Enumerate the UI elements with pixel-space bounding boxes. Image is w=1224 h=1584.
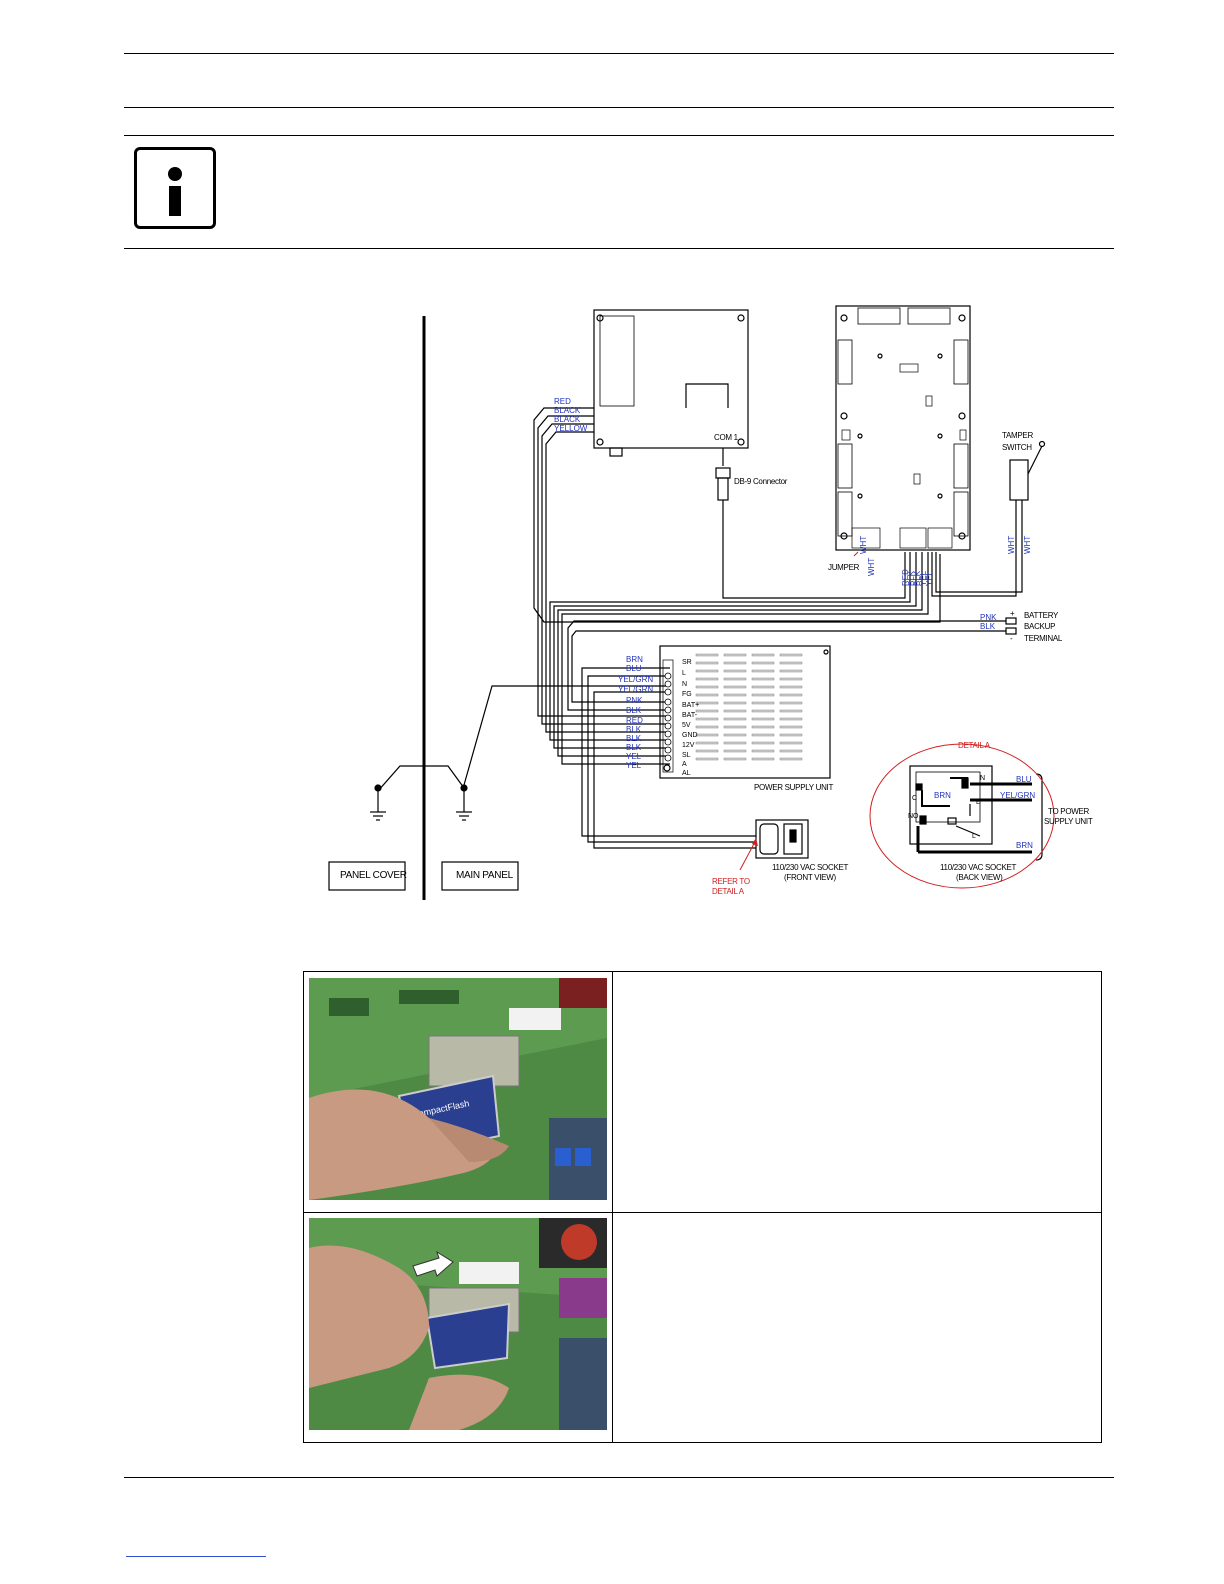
battery-label-2: BACKUP — [1024, 622, 1055, 631]
psu-wire-7: RED — [626, 716, 643, 725]
detail-inner-l: L — [972, 833, 976, 840]
ctrl-wire-label-2: WHT — [867, 558, 876, 576]
wire-label-yellow: YELLOW — [554, 424, 588, 433]
detail-wire-brn: BRN — [1016, 841, 1033, 850]
psu-wire-3: YEL/GRN — [618, 675, 653, 684]
ctrl-wire-label-3: RED — [901, 569, 910, 586]
footer-link-underline[interactable] — [126, 1556, 266, 1557]
tamper-wire-label-2: WHT — [1023, 536, 1032, 554]
psu-terminal-8: GND — [682, 732, 698, 739]
wire-label-black-2: BLACK — [554, 415, 581, 424]
psu-label: POWER SUPPLY UNIT — [754, 783, 833, 792]
wire-label-black: BLACK — [554, 406, 581, 415]
psu-terminal-1: SR — [682, 659, 692, 666]
wire-label-red: RED — [554, 397, 571, 406]
tamper-wire-label-1: WHT — [1007, 536, 1016, 554]
psu-wire-2: BLU — [626, 664, 642, 673]
ctrl-wire-label-7: YEL — [925, 570, 934, 586]
psu-wire-10: BLK — [626, 743, 642, 752]
psu-terminal-12: AL — [682, 770, 691, 777]
detail-wire-blu: BLU — [1016, 775, 1032, 784]
detail-inner-e: E — [976, 799, 981, 806]
table-row-divider — [304, 1212, 1101, 1213]
db9-connector-label: DB-9 Connector — [734, 477, 788, 486]
battery-minus: - — [1010, 634, 1013, 643]
note-rule-top — [124, 135, 1114, 136]
psu-wire-11: YEL — [626, 752, 642, 761]
ctrl-wire-label-5: BLK — [913, 570, 922, 586]
note-rule-bottom — [124, 248, 1114, 249]
main-panel-label: MAIN PANEL — [456, 870, 514, 881]
battery-wire-blk: BLK — [980, 622, 996, 631]
socket-front-label-1: 110/230 VAC SOCKET — [772, 863, 849, 872]
battery-label-3: TERMINAL — [1024, 634, 1063, 643]
detail-wire-yelgrn: YEL/GRN — [1000, 791, 1035, 800]
tamper-label-1: TAMPER — [1002, 431, 1033, 440]
psu-terminal-2: L — [682, 670, 686, 677]
refer-label-1: REFER TO — [712, 877, 750, 886]
photo-insert-card-step-1: CompactFlash — [309, 978, 607, 1200]
battery-plus: + — [1010, 609, 1015, 618]
psu-wire-1: BRN — [626, 655, 643, 664]
ctrl-wire-label-6: YEL — [919, 570, 928, 586]
psu-terminal-11: A — [682, 761, 687, 768]
psu-terminal-3: N — [682, 681, 687, 688]
psu-wire-8: BLK — [626, 725, 642, 734]
tamper-label-2: SWITCH — [1002, 443, 1032, 452]
psu-terminal-10: SL — [682, 752, 691, 759]
com-port-label: COM 1 — [714, 433, 739, 442]
battery-label-1: BATTERY — [1024, 611, 1059, 620]
ctrl-wire-label-1: WHT — [859, 536, 868, 554]
psu-wire-12: YEL — [626, 761, 642, 770]
detail-inner-n: N — [980, 775, 985, 782]
psu-terminal-7: 5V — [682, 722, 691, 729]
photo-insert-card-step-2 — [309, 1218, 607, 1430]
footer-rule — [124, 1477, 1114, 1478]
ctrl-wire-label-4: BLK — [907, 570, 916, 586]
jumper-label: JUMPER — [828, 563, 860, 572]
socket-back-label-1: 110/230 VAC SOCKET — [940, 863, 1017, 872]
photo-instruction-table: CompactFlash — [303, 971, 1102, 1443]
socket-front-label-2: (FRONT VIEW) — [784, 873, 836, 882]
info-note-icon — [134, 147, 216, 229]
psu-terminal-4: FG — [682, 691, 692, 698]
battery-wire-pnk: PNK — [980, 613, 997, 622]
header-rule-bottom — [124, 107, 1114, 108]
detail-inner-no: NO — [908, 813, 919, 820]
detail-to-psu-2: SUPPLY UNIT — [1044, 817, 1093, 826]
detail-inner-brn: BRN — [934, 791, 951, 800]
detail-to-psu-1: TO POWER — [1048, 807, 1090, 816]
psu-terminal-5: BAT+ — [682, 702, 699, 709]
psu-wire-9: BLK — [626, 734, 642, 743]
psu-wire-6: BLK — [626, 706, 642, 715]
panel-cover-label: PANEL COVER — [340, 870, 407, 881]
header-rule-top — [124, 53, 1114, 54]
detail-title: DETAIL A — [958, 741, 991, 750]
psu-wire-4: YEL/GRN — [618, 685, 653, 694]
psu-wire-5: PNK — [626, 696, 643, 705]
socket-back-label-2: (BACK VIEW) — [956, 873, 1003, 882]
detail-inner-c: C — [912, 795, 917, 802]
table-column-divider — [612, 972, 613, 1442]
wiring-diagram: RED BLACK BLACK YELLOW WHT WHT WHT WHT R… — [320, 296, 1100, 908]
refer-label-2: DETAIL A — [712, 887, 745, 896]
psu-terminal-9: 12V — [682, 742, 695, 749]
psu-terminal-6: BAT- — [682, 712, 698, 719]
